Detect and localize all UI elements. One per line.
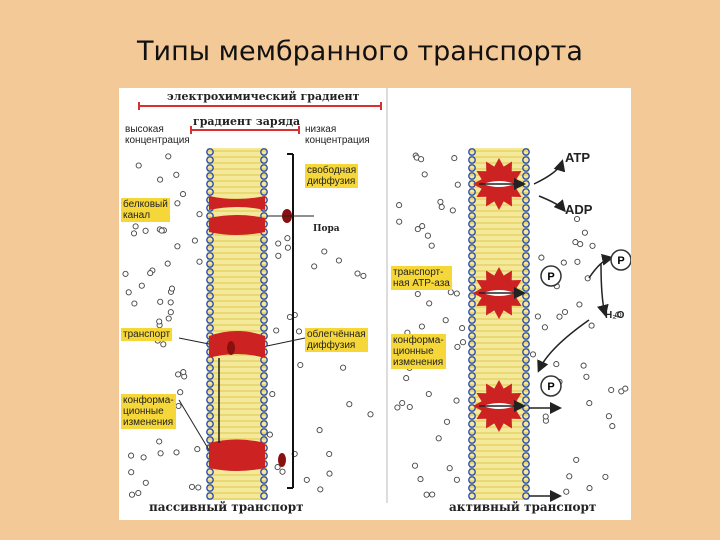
protein-channel-label: белковый канал <box>121 198 170 222</box>
charge-gradient-label: градиент заряда <box>193 115 301 128</box>
conformational-changes-right-label: конформа- ционные изменения <box>391 334 446 369</box>
carrier-protein-1 <box>209 331 265 358</box>
phosphate-2: P <box>610 249 632 271</box>
svg-text:P: P <box>547 381 554 393</box>
active-transport-caption: активный транспорт <box>449 500 597 514</box>
passive-bracket <box>287 153 294 489</box>
water-label: H₂O <box>605 310 625 321</box>
electrochemical-gradient-label: электрохимический градиент <box>167 90 360 103</box>
atp-cycle-arrows <box>529 159 614 502</box>
electrochemical-gradient-bar <box>138 102 382 110</box>
atp-label: ATP <box>565 150 591 165</box>
slide-title: Типы мембранного транспорта <box>137 36 583 67</box>
ion-scatter <box>122 152 629 498</box>
phosphate-3: P <box>540 375 562 397</box>
svg-text:P: P <box>547 271 554 283</box>
conformational-changes-left-label: конформа- ционные изменения <box>121 394 176 429</box>
adp-label: ADP <box>565 202 593 217</box>
atpase-pumps <box>473 158 526 432</box>
diagram-panel: P P P электрохимический градиент градиен… <box>119 88 632 520</box>
high-concentration-label: высокая концентрация <box>125 124 190 146</box>
transport-label: транспорт <box>121 328 173 341</box>
pore-label: Пора <box>313 224 340 234</box>
free-diffusion-label: свободная диффузия <box>305 164 359 188</box>
membrane-transport-diagram: P P P <box>122 88 632 503</box>
transport-atpase-label: транспорт- ная АТР-аза <box>391 266 452 290</box>
phosphate-1: P <box>540 265 562 287</box>
low-concentration-label: низкая концентрация <box>305 124 370 146</box>
protein-channel-shape <box>209 196 314 235</box>
svg-text:P: P <box>617 255 624 267</box>
passive-transport-caption: пассивный транспорт <box>149 500 304 514</box>
charge-gradient-bar <box>190 126 300 134</box>
carrier-protein-2 <box>209 439 286 471</box>
facilitated-diffusion-label: облегчённая диффузия <box>305 328 368 352</box>
